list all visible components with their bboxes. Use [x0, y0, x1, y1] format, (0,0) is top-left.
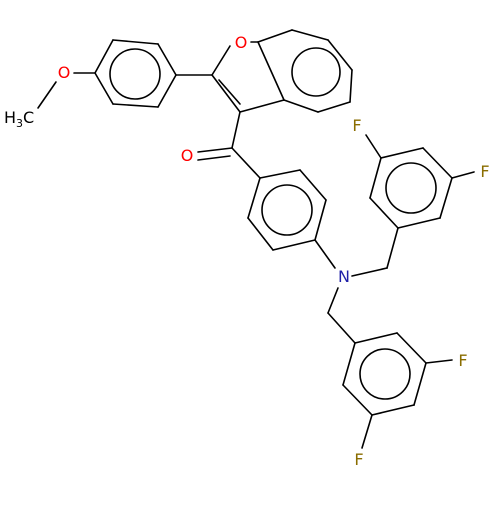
furan-oxygen-label: O: [235, 33, 248, 52]
central-phenyl-ring: [247, 169, 336, 269]
fluorine-label-2: F: [480, 162, 489, 181]
fluorine-label-3: F: [458, 351, 467, 370]
n-substituents: [327, 227, 399, 344]
methoxyphenyl-ring: [37, 39, 213, 109]
methyl-label: H3C: [4, 108, 34, 130]
lower-difluorophenyl-ring: [342, 332, 453, 449]
upper-difluorophenyl-ring: [365, 134, 475, 229]
benzofuran-benzene-ring: [257, 29, 353, 113]
fluorine-label-1: F: [352, 116, 361, 135]
carbonyl-oxygen-label: O: [181, 146, 194, 165]
amine-nitrogen-label: N: [338, 267, 350, 286]
fluorine-label-4: F: [354, 450, 363, 469]
furan-ring: [211, 41, 285, 113]
methoxy-oxygen-label: O: [58, 63, 71, 82]
carbonyl-group: [197, 111, 261, 179]
